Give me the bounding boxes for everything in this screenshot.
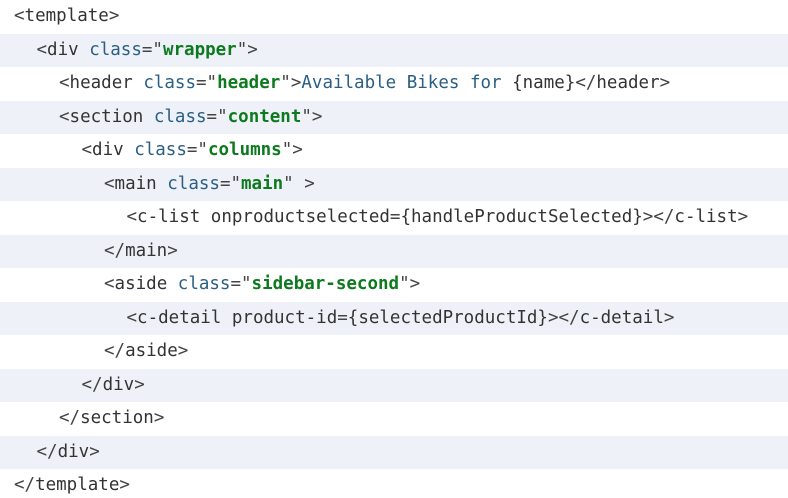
code-line: <template> bbox=[0, 0, 788, 34]
code-token-punct: </ bbox=[14, 475, 36, 495]
code-line: <section class="content"> bbox=[0, 100, 788, 134]
code-token-tag: div bbox=[57, 441, 90, 462]
code-line: <c-list onproductselected={handleProduct… bbox=[0, 201, 788, 235]
code-token-tag: main bbox=[125, 240, 168, 261]
code-line: <main class="main" > bbox=[0, 167, 788, 201]
code-line: <div class="wrapper"> bbox=[0, 33, 788, 67]
code-token-punct: < bbox=[59, 106, 70, 127]
code-token-tag bbox=[143, 107, 154, 127]
code-token-punct: ></ bbox=[547, 307, 580, 328]
code-token-tag: aside bbox=[114, 274, 168, 294]
code-token-tag: section bbox=[80, 408, 154, 428]
code-token-val: content bbox=[227, 106, 302, 127]
code-token-punct: =" bbox=[196, 73, 218, 93]
code-token-punct: </ bbox=[575, 73, 597, 93]
code-line: <div class="columns"> bbox=[0, 134, 788, 168]
code-line: <header class="header">Available Bikes f… bbox=[0, 67, 788, 101]
code-token-tag: c-detail bbox=[579, 307, 664, 328]
code-token-punct: =" bbox=[230, 274, 252, 294]
code-token-punct: </ bbox=[104, 240, 126, 261]
code-token-tag: header bbox=[596, 73, 660, 93]
code-token-punct: < bbox=[104, 274, 115, 294]
code-token-punct: "> bbox=[280, 73, 302, 93]
code-token-punct: < bbox=[59, 73, 70, 93]
code-token-punct: </ bbox=[81, 374, 103, 395]
code-token-punct: ></ bbox=[642, 207, 675, 227]
code-token-punct: "> bbox=[281, 140, 303, 160]
code-token-punct: > bbox=[737, 207, 749, 227]
code-token-punct: < bbox=[14, 6, 25, 26]
code-token-punct: = bbox=[389, 207, 401, 227]
code-token-punct: < bbox=[126, 307, 138, 328]
code-token-tag bbox=[79, 40, 90, 60]
code-token-attr: class bbox=[153, 106, 207, 127]
code-token-punct: </ bbox=[36, 441, 58, 462]
code-token-expr: {selectedProductId} bbox=[347, 307, 548, 328]
code-token-tag: div bbox=[47, 39, 79, 60]
code-token-punct: < bbox=[36, 39, 48, 60]
code-token-tag bbox=[157, 174, 168, 194]
code-token-tag bbox=[124, 140, 135, 160]
code-token-punct: " > bbox=[283, 173, 315, 194]
code-line: <aside class="sidebar-second"> bbox=[0, 268, 788, 302]
code-token-punct: > bbox=[153, 408, 165, 428]
code-token-attr: class bbox=[89, 39, 142, 60]
code-token-val: sidebar-second bbox=[251, 274, 400, 294]
code-line: </section> bbox=[0, 402, 788, 436]
code-token-punct: "> bbox=[301, 106, 323, 127]
code-token-attr: class bbox=[177, 274, 231, 294]
code-token-punct: =" bbox=[219, 173, 242, 194]
code-token-punct: > bbox=[177, 341, 189, 361]
code-line: </main> bbox=[0, 234, 788, 268]
code-token-tag: section bbox=[69, 106, 144, 127]
code-token-punct: > bbox=[659, 73, 671, 93]
code-token-punct: < bbox=[81, 140, 93, 160]
code-token-tag: template bbox=[35, 475, 120, 495]
code-token-text: Available Bikes for bbox=[301, 73, 513, 93]
code-token-tag: c-detail product-id bbox=[137, 307, 338, 328]
code-line: </aside> bbox=[0, 335, 788, 369]
code-token-tag: div bbox=[92, 140, 124, 160]
code-line: </div> bbox=[0, 435, 788, 469]
code-token-punct: > bbox=[89, 441, 100, 462]
code-line: <c-detail product-id={selectedProductId}… bbox=[0, 301, 788, 335]
code-token-val: main bbox=[241, 173, 284, 194]
code-token-punct: "> bbox=[236, 39, 258, 60]
code-token-expr: {name} bbox=[512, 73, 576, 93]
code-token-val: wrapper bbox=[162, 39, 237, 60]
code-token-punct: > bbox=[134, 374, 145, 395]
code-line: </template> bbox=[0, 469, 788, 498]
code-token-punct: < bbox=[126, 207, 138, 227]
code-token-tag: aside bbox=[125, 341, 178, 361]
code-token-tag: header bbox=[69, 73, 133, 93]
code-token-punct: </ bbox=[104, 341, 126, 361]
code-token-val: columns bbox=[207, 140, 282, 160]
code-token-punct: =" bbox=[141, 39, 163, 60]
code-token-punct: < bbox=[104, 173, 115, 194]
code-line: </div> bbox=[0, 368, 788, 402]
code-token-punct: =" bbox=[206, 106, 228, 127]
code-token-punct: "> bbox=[399, 274, 421, 294]
code-token-attr: class bbox=[167, 173, 220, 194]
code-token-tag: c-list bbox=[674, 207, 738, 227]
code-token-val: header bbox=[217, 73, 281, 93]
code-token-punct: > bbox=[167, 240, 178, 261]
code-token-tag: c-list onproductselected bbox=[137, 207, 390, 227]
code-token-punct: =" bbox=[186, 140, 208, 160]
code-token-attr: class bbox=[143, 73, 196, 93]
code-token-expr: {handleProductSelected} bbox=[400, 207, 643, 227]
code-token-attr: class bbox=[134, 140, 187, 160]
code-token-punct: = bbox=[337, 307, 348, 328]
code-token-punct: > bbox=[119, 475, 130, 495]
code-token-tag: main bbox=[114, 173, 157, 194]
code-token-punct: </ bbox=[59, 408, 81, 428]
code-token-tag: template bbox=[24, 6, 109, 26]
code-token-punct: > bbox=[663, 307, 675, 328]
code-token-tag bbox=[133, 73, 144, 93]
code-token-punct: > bbox=[108, 6, 120, 26]
code-token-tag: div bbox=[102, 374, 135, 395]
code-token-tag bbox=[167, 274, 178, 294]
